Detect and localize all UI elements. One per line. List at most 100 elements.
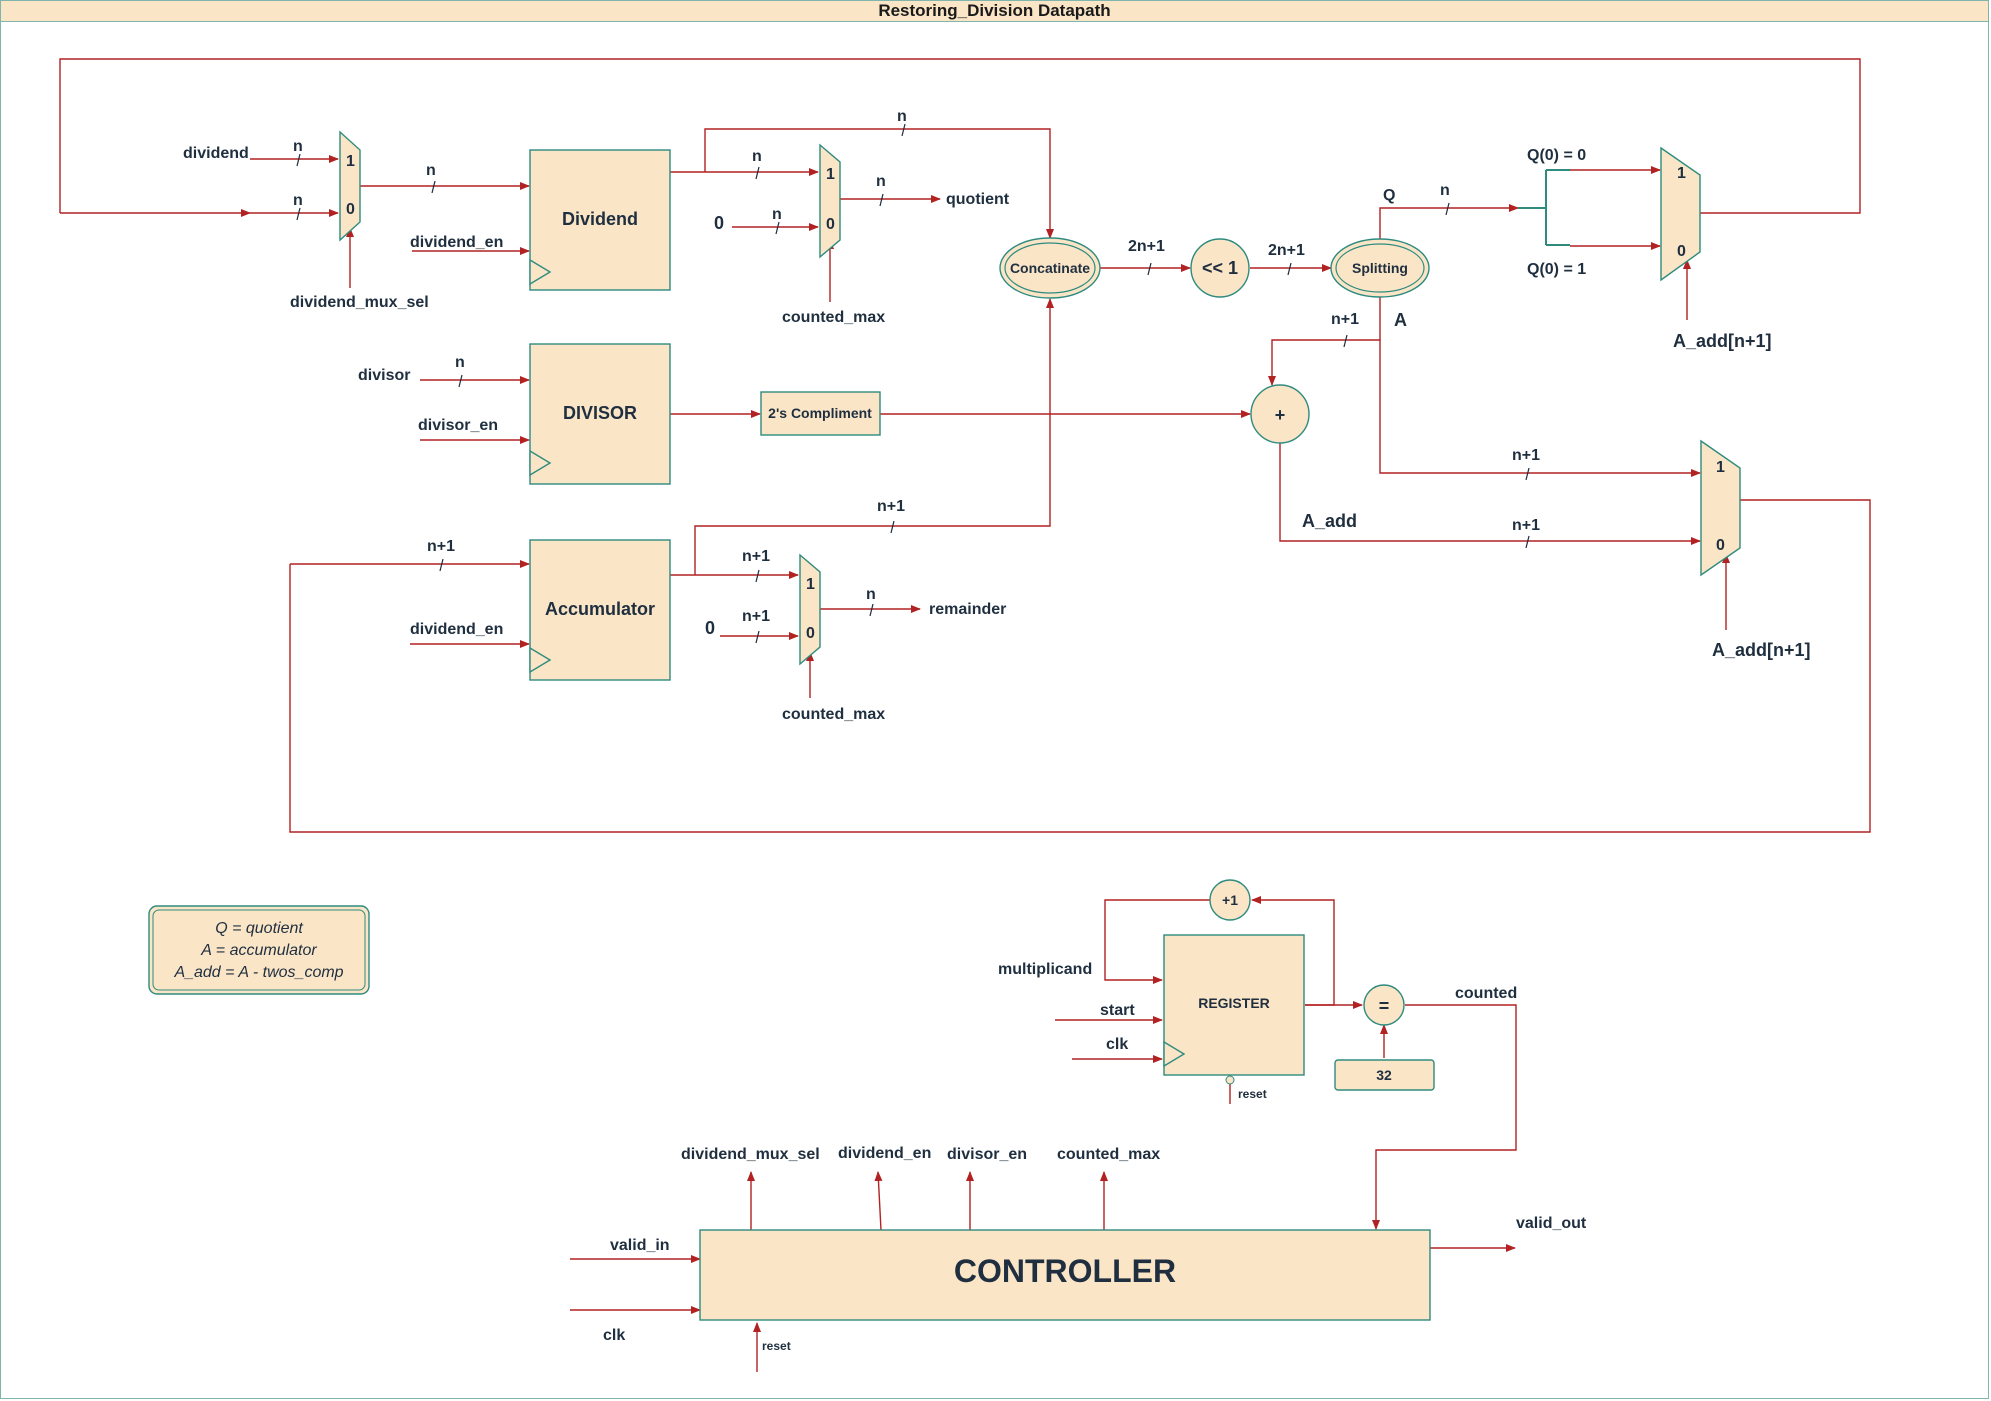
mux-input-1-label: 1 [1716, 459, 1725, 476]
q0-1-label: Q(0) = 1 [1527, 261, 1586, 278]
ctrl-divisor-en-label: divisor_en [947, 1146, 1027, 1163]
bus-width-labels: n n n n n n n n 2n+1 2n+1 n n+1 n+1 n+1 … [293, 108, 1540, 625]
ctrl-reset-label: reset [762, 1339, 791, 1353]
clock-triangle-icon [529, 449, 552, 477]
a-add-label: A_add [1302, 511, 1357, 531]
constant-32-block [1334, 1059, 1435, 1091]
bus-width-n1: n+1 [427, 538, 455, 555]
dividend-mux: 1 0 [339, 130, 361, 242]
splitting-label: Splitting [1352, 260, 1408, 276]
bus-width-n1: n+1 [1512, 447, 1540, 464]
clock-triangle-icon [529, 646, 552, 674]
ctrl-clk-label: clk [603, 1327, 625, 1344]
clock-triangle-icon [529, 258, 552, 286]
bus-width-n1: n+1 [877, 498, 905, 515]
q-label: Q [1383, 187, 1395, 204]
legend-line-2: A = accumulator [200, 942, 317, 959]
constant-32-label: 32 [1376, 1067, 1392, 1083]
counted-max-label: counted_max [782, 706, 885, 723]
quotient-select-mux: 1 0 [1660, 146, 1701, 282]
legend-line-3: A_add = A - twos_comp [173, 964, 343, 981]
valid-in-label: valid_in [610, 1237, 670, 1254]
mux-input-0-label: 0 [806, 625, 815, 642]
twos-complement-block [760, 391, 881, 436]
start-label: start [1100, 1002, 1135, 1019]
bus-width-n: n [426, 162, 436, 179]
divisor-input-label: divisor [358, 367, 410, 384]
concatenate-block: Concatinate [999, 237, 1101, 299]
mux-input-0-label: 0 [1716, 537, 1725, 554]
shift-left-label: << 1 [1202, 258, 1238, 278]
bus-width-n: n [866, 586, 876, 603]
a-label: A [1394, 310, 1407, 330]
controller-block [699, 1229, 1431, 1321]
shift-left-block: << 1 [1190, 238, 1250, 298]
bus-width-ticks [296, 123, 1530, 644]
ctrl-dividend-en-label: dividend_en [838, 1145, 931, 1162]
divisor-register [529, 343, 671, 485]
bus-width-2n1: 2n+1 [1268, 242, 1305, 259]
wires [59, 58, 1871, 1372]
splitting-block: Splitting [1330, 238, 1430, 298]
dividend-register-label: Dividend [562, 209, 638, 229]
comparator-label: = [1379, 996, 1390, 1016]
counted-max-label: counted_max [782, 309, 885, 326]
clk-label: clk [1106, 1036, 1128, 1053]
bus-width-n: n [772, 206, 782, 223]
a-add-sel-label: A_add[n+1] [1712, 640, 1811, 660]
mux-input-1-label: 1 [346, 153, 355, 170]
counter-register [1163, 934, 1305, 1076]
divisor-register-label: DIVISOR [563, 403, 637, 423]
accumulator-select-mux: 1 0 [1700, 439, 1741, 577]
remainder-output-label: remainder [929, 601, 1006, 618]
mux-input-1-label: 1 [1677, 165, 1686, 182]
counter-reset-label: reset [1238, 1087, 1267, 1101]
bus-width-n: n [455, 354, 465, 371]
bus-width-n1: n+1 [1512, 517, 1540, 534]
adder-block: + [1250, 384, 1310, 444]
quotient-mux: 1 0 [819, 143, 841, 259]
bus-width-n: n [897, 108, 907, 125]
accumulator-en-label: dividend_en [410, 621, 503, 638]
mux-input-0-label: 0 [346, 201, 355, 218]
q0-0-label: Q(0) = 0 [1527, 147, 1586, 164]
mux-input-1-label: 1 [826, 166, 835, 183]
ctrl-counted-max-label: counted_max [1057, 1146, 1160, 1163]
bus-width-n1: n+1 [742, 548, 770, 565]
divisor-en-label: divisor_en [418, 417, 498, 434]
increment-label: +1 [1222, 892, 1238, 908]
counted-label: counted [1455, 985, 1517, 1002]
clock-triangle-icon [1163, 1040, 1186, 1068]
signal-labels: dividend dividend_en dividend_mux_sel di… [183, 145, 1811, 1353]
dividend-register [529, 149, 671, 291]
dividend-input-label: dividend [183, 145, 249, 162]
concatenate-label: Concatinate [1010, 260, 1090, 276]
multiplicand-label: multiplicand [998, 961, 1092, 978]
bus-width-n: n [293, 138, 303, 155]
legend-line-1: Q = quotient [215, 920, 303, 937]
quotient-output-label: quotient [946, 191, 1010, 208]
constant-zero-label: 0 [705, 618, 715, 638]
bus-width-n: n [293, 192, 303, 209]
bus-width-n: n [1440, 182, 1450, 199]
accumulator-register-label: Accumulator [545, 599, 655, 619]
bus-width-n1: n+1 [1331, 311, 1359, 328]
constant-zero-label: 0 [714, 213, 724, 233]
ctrl-dividend-mux-sel-label: dividend_mux_sel [681, 1146, 820, 1163]
remainder-mux: 1 0 [799, 553, 821, 666]
counter-register-label: REGISTER [1198, 995, 1270, 1011]
dividend-en-label: dividend_en [410, 234, 503, 251]
mux-input-1-label: 1 [806, 576, 815, 593]
mux-input-0-label: 0 [1677, 243, 1686, 260]
controller-label: CONTROLLER [954, 1253, 1176, 1289]
legend-box: Q = quotient A = accumulator A_add = A -… [148, 905, 370, 995]
diagram-frame [0, 22, 1989, 1399]
increment-block: +1 [1209, 879, 1251, 921]
bus-width-n: n [876, 173, 886, 190]
adder-label: + [1275, 405, 1286, 425]
diagram-title: Restoring_Division Datapath [0, 0, 1989, 22]
mux-input-0-label: 0 [826, 216, 835, 233]
accumulator-register [529, 539, 671, 681]
bus-width-n: n [752, 148, 762, 165]
